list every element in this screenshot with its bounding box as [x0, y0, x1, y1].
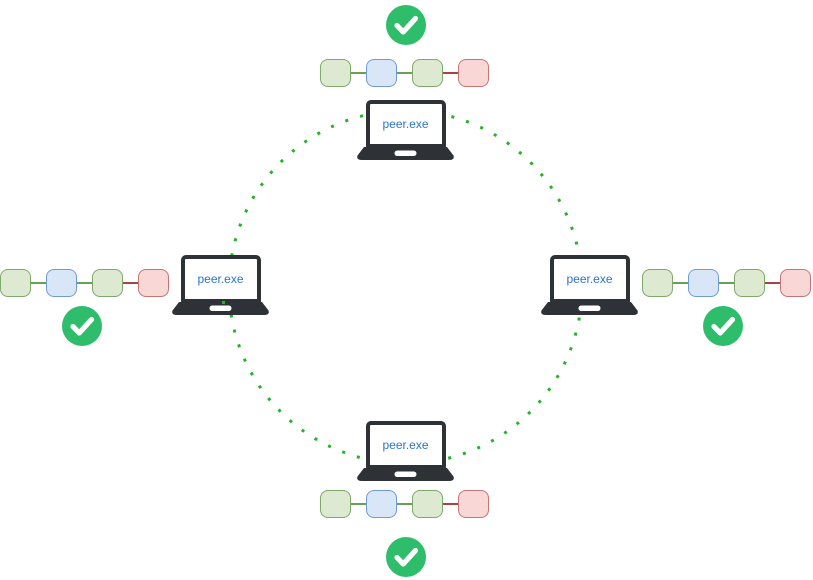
- blockchain-right: [642, 269, 811, 297]
- peer-label: peer.exe: [382, 117, 429, 131]
- chain-link: [31, 282, 46, 284]
- laptop-base: [357, 147, 454, 160]
- chain-link: [443, 72, 458, 74]
- chain-link: [397, 503, 412, 505]
- peer-laptop-bottom: peer.exe: [356, 421, 455, 481]
- chain-block-red: [458, 59, 489, 87]
- check-circle-icon: [386, 5, 426, 45]
- chain-link: [443, 503, 458, 505]
- laptop-base: [172, 302, 269, 315]
- chain-link: [351, 72, 366, 74]
- check-circle-icon: [386, 537, 426, 577]
- peer-laptop-left: peer.exe: [171, 255, 270, 315]
- chain-block-blue: [688, 269, 719, 297]
- chain-block-green: [0, 269, 31, 297]
- chain-link: [123, 282, 138, 284]
- blockchain-top: [320, 59, 489, 87]
- laptop-screen: peer.exe: [365, 100, 446, 148]
- blockchain-left: [0, 269, 169, 297]
- chain-block-red: [458, 490, 489, 518]
- chain-block-blue: [366, 59, 397, 87]
- peer-laptop-top: peer.exe: [356, 100, 455, 160]
- peer-laptop-right: peer.exe: [540, 255, 639, 315]
- chain-link: [77, 282, 92, 284]
- chain-link: [719, 282, 734, 284]
- peer-label: peer.exe: [566, 272, 613, 286]
- chain-block-green: [320, 59, 351, 87]
- peer-label: peer.exe: [382, 438, 429, 452]
- chain-block-blue: [46, 269, 77, 297]
- chain-block-green: [320, 490, 351, 518]
- chain-block-red: [780, 269, 811, 297]
- chain-block-green: [734, 269, 765, 297]
- laptop-screen: peer.exe: [180, 255, 261, 303]
- chain-link: [351, 503, 366, 505]
- laptop-screen: peer.exe: [365, 421, 446, 469]
- blockchain-bottom: [320, 490, 489, 518]
- chain-block-green: [92, 269, 123, 297]
- laptop-screen: peer.exe: [549, 255, 630, 303]
- peer-label: peer.exe: [197, 272, 244, 286]
- chain-block-green: [412, 59, 443, 87]
- laptop-base: [357, 468, 454, 481]
- chain-link: [673, 282, 688, 284]
- ring-dotted-circle: [227, 109, 584, 465]
- laptop-base: [541, 302, 638, 315]
- chain-block-green: [642, 269, 673, 297]
- check-circle-icon: [703, 306, 743, 346]
- chain-link: [397, 72, 412, 74]
- check-circle-icon: [62, 306, 102, 346]
- chain-link: [765, 282, 780, 284]
- chain-block-blue: [366, 490, 397, 518]
- chain-block-green: [412, 490, 443, 518]
- network-dot: [222, 301, 225, 304]
- chain-block-red: [138, 269, 169, 297]
